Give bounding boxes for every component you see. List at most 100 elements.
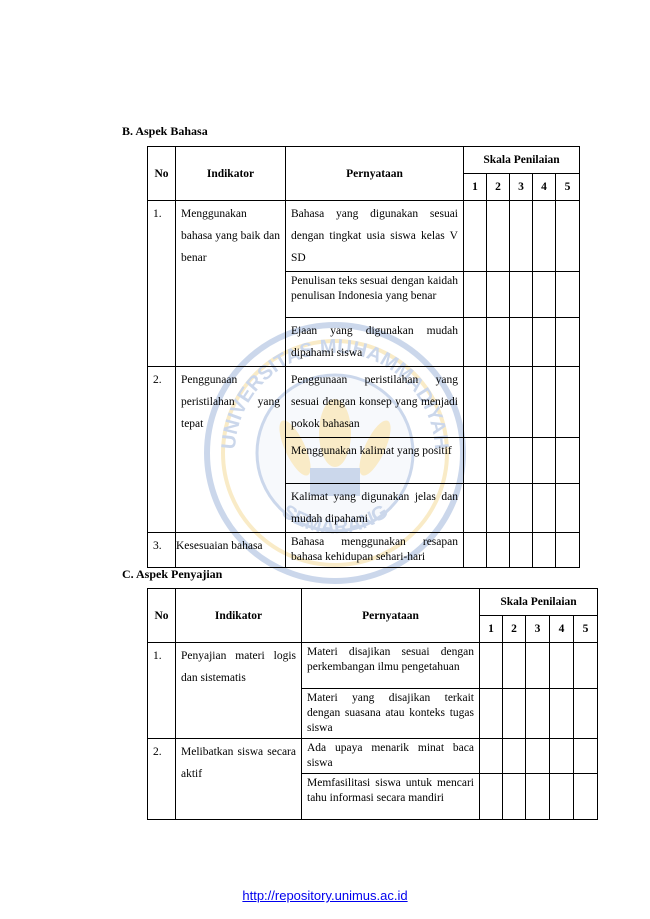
- rating-cell[interactable]: [554, 317, 581, 367]
- header-skala: Skala Penilaian: [462, 146, 581, 174]
- rating-cell[interactable]: [554, 483, 581, 533]
- row-indikator: Kesesuaian bahasa: [175, 532, 286, 568]
- rating-cell[interactable]: [486, 437, 510, 484]
- rating-cell[interactable]: [532, 483, 556, 533]
- table-row: Menggunakan kalimat yang positif: [148, 437, 581, 484]
- row-indikator: Menggunakan bahasa yang baik dan benar: [175, 200, 286, 367]
- rating-cell[interactable]: [572, 773, 599, 820]
- header-no: No: [147, 588, 176, 643]
- scale-5: 5: [572, 615, 599, 643]
- table-row: 3. Kesesuaian bahasa Bahasa menggunakan …: [147, 532, 581, 568]
- rating-cell[interactable]: [509, 271, 533, 318]
- header-pernyataan: Pernyataan: [301, 588, 480, 643]
- rating-cell[interactable]: [463, 200, 487, 272]
- scale-1: 1: [479, 615, 503, 643]
- scale-2: 2: [486, 173, 510, 201]
- rating-cell[interactable]: [509, 317, 533, 367]
- rating-cell[interactable]: [479, 642, 503, 689]
- rating-cell[interactable]: [554, 271, 581, 318]
- table-row: Kalimat yang digunakan jelas dan mudah d…: [148, 483, 581, 533]
- row-pernyataan: Bahasa yang digunakan sesuai dengan ting…: [285, 200, 464, 272]
- row-no: 3.: [147, 532, 176, 568]
- row-pernyataan: Penggunaan peristilahan yang sesuai deng…: [285, 366, 464, 438]
- rating-cell[interactable]: [463, 366, 487, 438]
- rating-cell[interactable]: [486, 317, 510, 367]
- rating-cell[interactable]: [549, 773, 574, 820]
- row-pernyataan: Memfasilitasi siswa untuk mencari tahu i…: [301, 773, 480, 820]
- row-no: 1.: [147, 642, 176, 739]
- rating-cell[interactable]: [549, 642, 574, 689]
- repository-link[interactable]: http://repository.unimus.ac.id: [242, 888, 408, 903]
- rating-cell[interactable]: [479, 773, 503, 820]
- rating-cell[interactable]: [554, 532, 581, 568]
- rating-cell[interactable]: [532, 437, 556, 484]
- header-pernyataan: Pernyataan: [285, 146, 464, 201]
- rating-cell[interactable]: [554, 200, 581, 272]
- row-no: 2.: [147, 738, 176, 820]
- rating-cell[interactable]: [502, 642, 526, 689]
- rating-cell[interactable]: [486, 366, 510, 438]
- scale-2: 2: [502, 615, 526, 643]
- row-indikator: Penggunaan peristilahan yang tepat: [175, 366, 286, 533]
- rating-cell[interactable]: [549, 738, 574, 774]
- rating-cell[interactable]: [525, 738, 550, 774]
- rating-cell[interactable]: [486, 483, 510, 533]
- scale-3: 3: [509, 173, 533, 201]
- rating-cell[interactable]: [463, 437, 487, 484]
- table-row: 1. Menggunakan bahasa yang baik dan bena…: [147, 200, 581, 367]
- scale-4: 4: [549, 615, 574, 643]
- row-pernyataan: Materi disajikan sesuai dengan perkemban…: [301, 642, 480, 689]
- rating-cell[interactable]: [479, 738, 503, 774]
- rating-cell[interactable]: [509, 532, 533, 568]
- section-c-title: C. Aspek Penyajian: [122, 567, 223, 581]
- rating-cell[interactable]: [532, 271, 556, 318]
- rating-cell[interactable]: [572, 738, 599, 774]
- rating-cell[interactable]: [463, 317, 487, 367]
- table-row: Penulisan teks sesuai dengan kaidah penu…: [148, 271, 581, 318]
- rating-cell[interactable]: [525, 773, 550, 820]
- rating-cell[interactable]: [463, 532, 487, 568]
- row-pernyataan: Kalimat yang digunakan jelas dan mudah d…: [285, 483, 464, 533]
- rating-cell[interactable]: [554, 366, 581, 438]
- rating-cell[interactable]: [554, 437, 581, 484]
- rating-cell[interactable]: [572, 688, 599, 739]
- rating-cell[interactable]: [532, 366, 556, 438]
- rating-cell[interactable]: [509, 200, 533, 272]
- rating-cell[interactable]: [463, 271, 487, 318]
- rating-cell[interactable]: [509, 437, 533, 484]
- rating-cell[interactable]: [509, 366, 533, 438]
- row-pernyataan: Menggunakan kalimat yang positif: [285, 437, 464, 484]
- scale-4: 4: [532, 173, 556, 201]
- rating-cell[interactable]: [502, 773, 526, 820]
- rating-cell[interactable]: [486, 200, 510, 272]
- rating-cell[interactable]: [479, 688, 503, 739]
- table-row: Memfasilitasi siswa untuk mencari tahu i…: [148, 773, 599, 820]
- rating-cell[interactable]: [532, 532, 556, 568]
- table-row: Ejaan yang digunakan mudah dipahami sisw…: [148, 317, 581, 367]
- rating-cell[interactable]: [486, 532, 510, 568]
- rating-cell[interactable]: [502, 738, 526, 774]
- table-row: 2. Melibatkan siswa secara aktif Ada upa…: [147, 738, 599, 820]
- rating-cell[interactable]: [502, 688, 526, 739]
- scale-5: 5: [554, 173, 581, 201]
- row-pernyataan: Ejaan yang digunakan mudah dipahami sisw…: [285, 317, 464, 367]
- table-row: 1. Penyajian materi logis dan sistematis…: [147, 642, 599, 739]
- rating-cell[interactable]: [572, 642, 599, 689]
- rating-cell[interactable]: [532, 200, 556, 272]
- row-pernyataan: Materi yang disajikan terkait dengan sua…: [301, 688, 480, 739]
- rating-cell[interactable]: [509, 483, 533, 533]
- row-no: 2.: [147, 366, 176, 533]
- section-b-title: B. Aspek Bahasa: [122, 124, 208, 138]
- rating-cell[interactable]: [549, 688, 574, 739]
- header-indikator: Indikator: [175, 588, 302, 643]
- rating-cell[interactable]: [525, 642, 550, 689]
- row-indikator: Melibatkan siswa secara aktif: [175, 738, 302, 820]
- rating-cell[interactable]: [463, 483, 487, 533]
- row-pernyataan: Bahasa menggunakan resapan bahasa kehidu…: [285, 532, 464, 568]
- rating-cell[interactable]: [532, 317, 556, 367]
- rating-cell[interactable]: [486, 271, 510, 318]
- row-no: 1.: [147, 200, 176, 367]
- row-pernyataan: Penulisan teks sesuai dengan kaidah penu…: [285, 271, 464, 318]
- rating-cell[interactable]: [525, 688, 550, 739]
- row-indikator: Penyajian materi logis dan sistematis: [175, 642, 302, 739]
